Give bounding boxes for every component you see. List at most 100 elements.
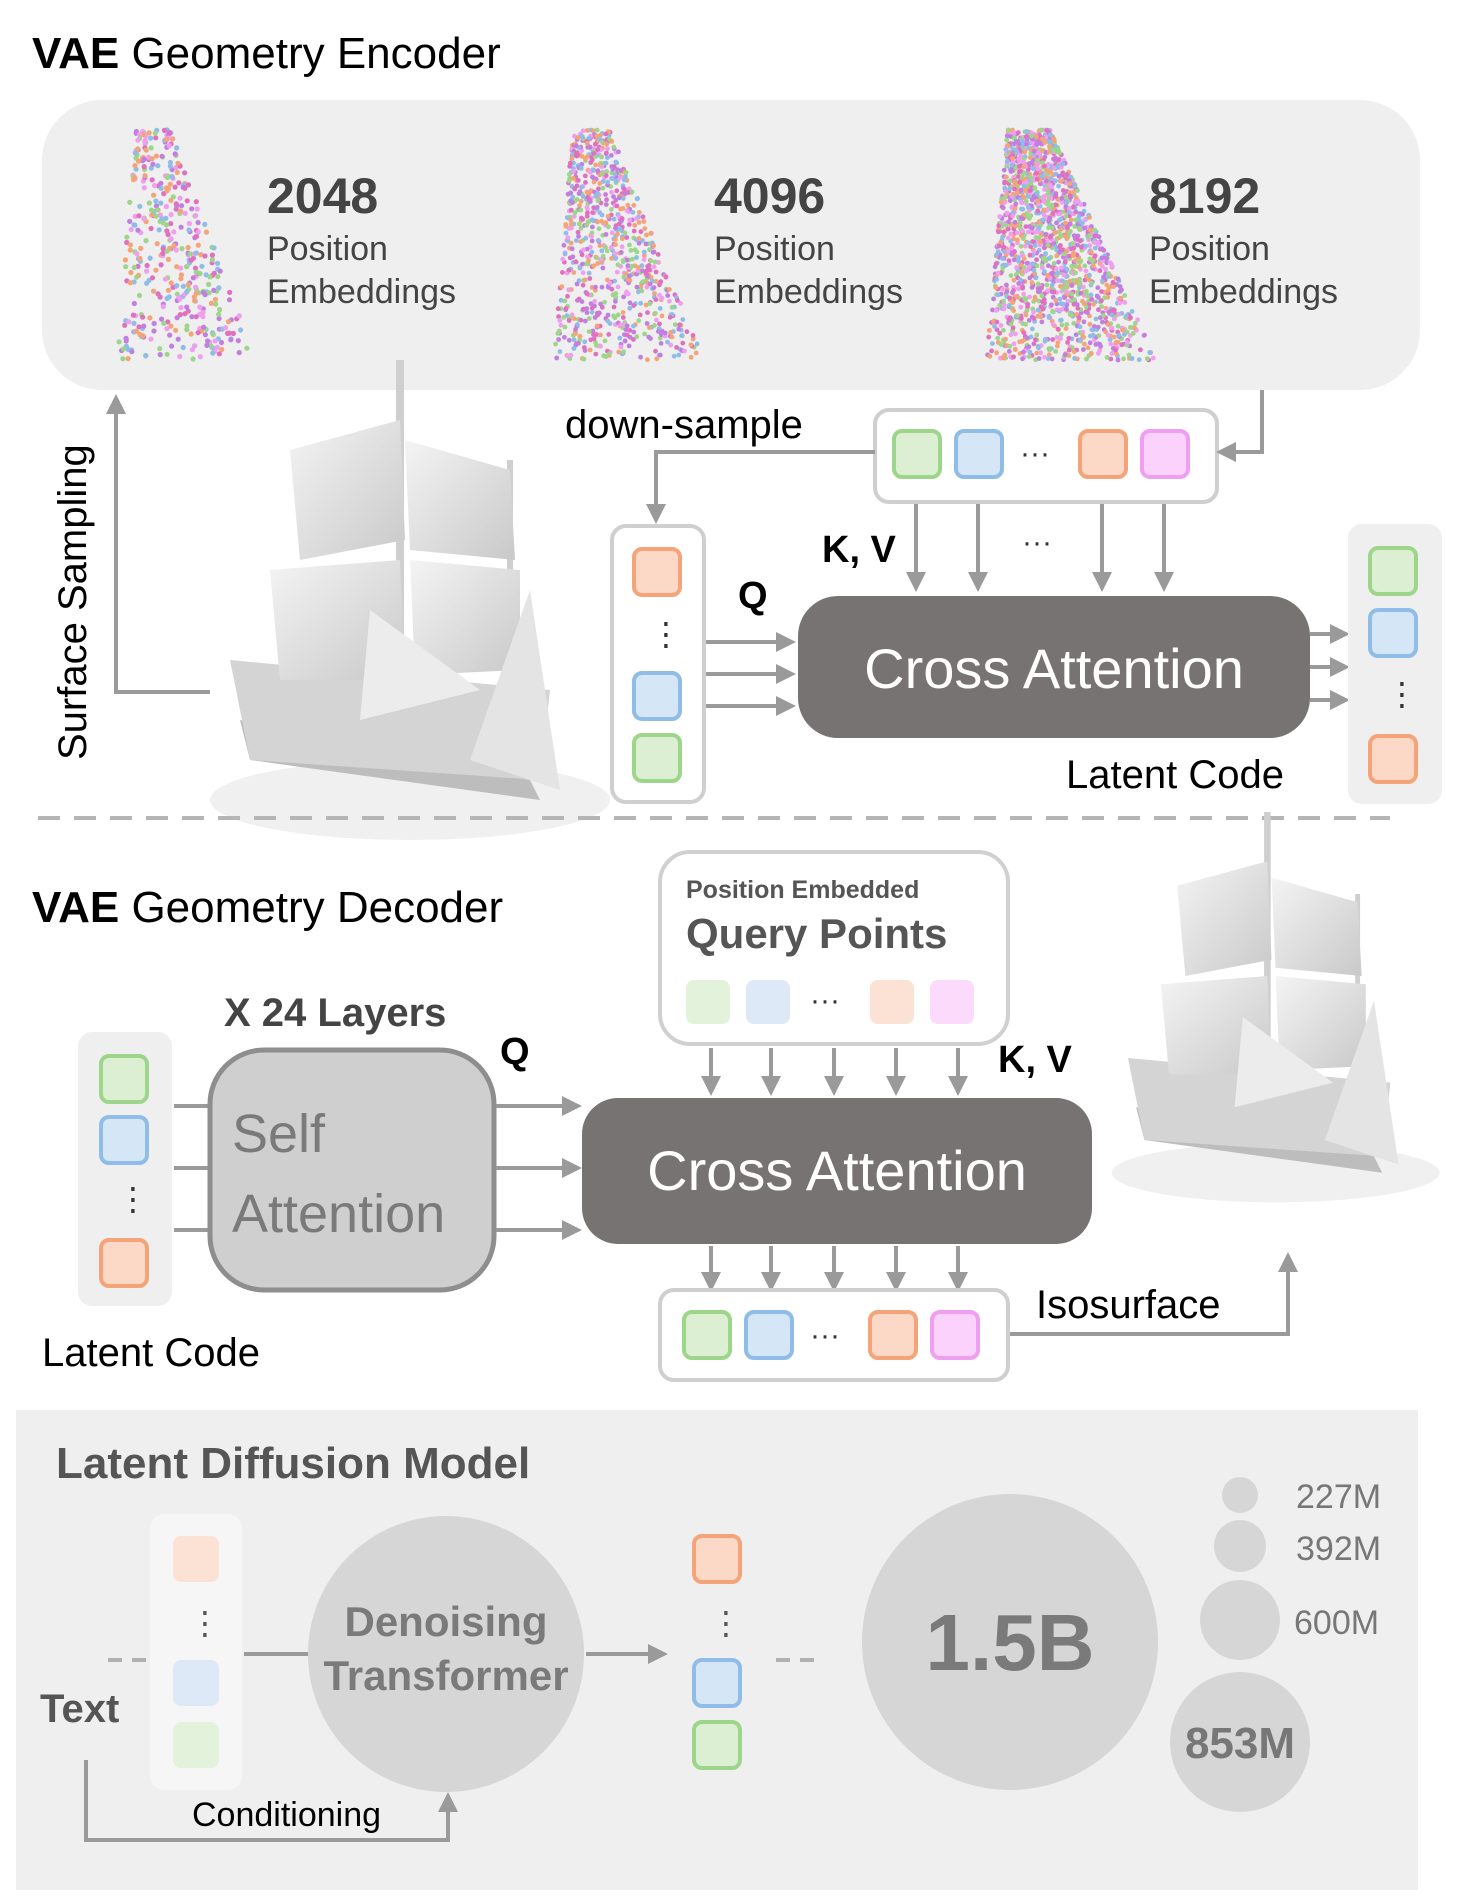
point <box>576 191 582 197</box>
point <box>593 162 598 168</box>
point <box>201 324 207 330</box>
point <box>1065 340 1070 345</box>
point <box>560 270 565 275</box>
point <box>627 328 633 333</box>
point <box>1081 284 1086 290</box>
point <box>1118 295 1124 301</box>
point <box>572 214 577 219</box>
point <box>1107 337 1113 342</box>
point <box>1046 315 1052 320</box>
point <box>578 317 584 323</box>
point <box>676 326 682 332</box>
point <box>591 263 597 269</box>
point <box>634 255 639 260</box>
encoder-cross-attention-label: Cross Attention <box>864 637 1244 700</box>
point <box>1055 270 1060 276</box>
point <box>613 299 618 304</box>
point <box>995 270 1001 276</box>
point <box>1008 273 1014 278</box>
point <box>573 259 579 265</box>
point <box>1015 237 1020 243</box>
point <box>675 298 680 303</box>
point <box>1067 312 1073 317</box>
point <box>1007 198 1013 204</box>
point <box>614 203 620 209</box>
point <box>605 155 610 161</box>
point <box>589 305 595 311</box>
point <box>1022 243 1028 249</box>
point <box>580 134 585 140</box>
point <box>1004 137 1010 143</box>
point <box>592 141 598 147</box>
point <box>1072 355 1077 361</box>
point <box>586 135 592 141</box>
point <box>1126 352 1132 358</box>
point <box>1072 182 1078 188</box>
point <box>651 264 657 270</box>
query-token-green <box>632 733 682 783</box>
point <box>216 315 222 322</box>
model-size-227m: 227M <box>1296 1478 1381 1516</box>
point <box>570 254 576 260</box>
ldm-condition-tokens <box>150 1514 242 1790</box>
point <box>652 323 657 328</box>
point <box>1119 342 1125 348</box>
point <box>165 287 171 293</box>
point <box>157 294 163 300</box>
point <box>619 244 625 250</box>
isosurface-arrow <box>1010 1252 1298 1336</box>
point <box>151 192 157 198</box>
point <box>1060 286 1066 292</box>
point <box>1113 351 1119 356</box>
point <box>163 215 169 221</box>
point <box>1132 321 1138 326</box>
model-size-392m-circle <box>1214 1520 1266 1572</box>
point <box>618 168 624 174</box>
point <box>611 216 617 222</box>
point <box>1083 304 1089 310</box>
point <box>576 340 581 346</box>
point <box>1099 289 1104 294</box>
point <box>618 250 624 255</box>
point <box>1024 260 1030 266</box>
point <box>624 208 630 214</box>
point <box>1029 285 1035 290</box>
point <box>1020 173 1025 179</box>
point <box>131 222 137 228</box>
encoder-token-ellipsis: ··· <box>1020 437 1050 470</box>
point <box>1001 302 1007 308</box>
point <box>1006 127 1011 133</box>
point <box>1026 264 1032 270</box>
point <box>123 264 129 270</box>
query-points-title: Query Points <box>686 910 947 957</box>
point <box>644 284 650 290</box>
point <box>626 273 632 279</box>
point <box>124 239 130 246</box>
point <box>178 265 184 271</box>
point <box>193 250 199 256</box>
point <box>193 269 199 275</box>
point <box>151 320 157 327</box>
point <box>1058 317 1063 323</box>
point <box>1062 259 1068 265</box>
point <box>1120 327 1125 333</box>
point <box>994 276 999 282</box>
point <box>579 252 585 258</box>
point <box>149 156 155 162</box>
point <box>1099 264 1105 269</box>
point <box>614 269 620 275</box>
point <box>1109 325 1115 331</box>
point <box>200 290 207 296</box>
point <box>613 251 618 256</box>
point <box>997 302 1003 308</box>
point <box>1067 206 1072 211</box>
point <box>1019 199 1024 205</box>
point <box>1020 206 1026 212</box>
point <box>1072 297 1077 303</box>
point <box>1082 263 1088 269</box>
point <box>1029 326 1035 332</box>
point <box>690 336 696 342</box>
point <box>561 242 567 248</box>
point <box>636 210 642 215</box>
point <box>184 289 190 295</box>
